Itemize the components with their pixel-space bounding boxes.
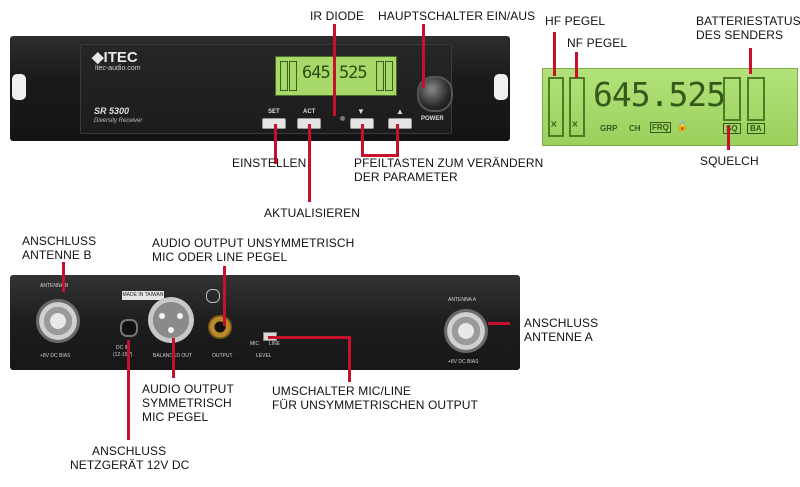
antenna-b-bias: +8V DC BIAS	[40, 353, 71, 359]
down-arrow-icon: ▼	[357, 107, 365, 116]
label-netz-2: NETZGERÄT 12V DC	[70, 458, 190, 472]
leader-umsch-h	[268, 336, 350, 339]
lcd-ch: CH	[629, 124, 641, 133]
dc-in-jack[interactable]	[120, 319, 138, 337]
lcd-rf-antenna-icon: ⩙	[551, 119, 557, 130]
rear-panel: ANTENNA B +8V DC BIAS MADE IN TAIWAN DC …	[10, 275, 520, 370]
rack-ear-left	[12, 74, 26, 100]
antenna-a-label: ANTENNA A	[448, 297, 477, 303]
ir-diode	[340, 116, 345, 121]
level-label: LEVEL	[256, 353, 272, 359]
label-nf-pegel: NF PEGEL	[567, 36, 628, 50]
label-hf-pegel: HF PEGEL	[545, 14, 606, 28]
leader-pfeil-join	[361, 154, 399, 157]
leader-antenne-a	[488, 322, 510, 325]
switch-line-label: LINE	[269, 341, 281, 347]
lcd-ba: BA	[747, 123, 765, 134]
label-unsym-2: MIC ODER LINE PEGEL	[152, 250, 288, 264]
label-batt-1: BATTERIESTATUS	[696, 14, 800, 28]
label-ir-diode: IR DIODE	[310, 9, 365, 23]
xlr-connector[interactable]	[148, 297, 194, 343]
leader-pfeil-left	[361, 124, 364, 156]
leader-pfeil-right	[396, 124, 399, 156]
leader-hauptschalter	[422, 24, 425, 88]
lcd-frequency: 645.525	[593, 75, 726, 114]
label-netz-1: ANSCHLUSS	[92, 444, 167, 458]
leader-nf-pegel	[575, 52, 578, 78]
dc-in-label: DC IN	[116, 345, 130, 351]
leader-batterie	[749, 48, 752, 74]
leader-netz	[127, 340, 130, 440]
label-pfeil-1: PFEILTASTEN ZUM VERÄNDERN	[354, 156, 544, 170]
label-umsch-1: UMSCHALTER MIC/LINE	[272, 384, 412, 398]
model-name: SR 5300	[94, 106, 130, 116]
label-sym-3: MIC PEGEL	[142, 410, 209, 424]
label-ant-b-1: ANSCHLUSS	[22, 234, 97, 248]
arrow-up-button[interactable]	[388, 118, 412, 129]
leader-sym	[172, 338, 175, 378]
front-lcd: 645.525	[275, 56, 397, 96]
label-squelch: SQUELCH	[700, 154, 759, 168]
leader-antenne-b	[62, 262, 65, 292]
lcd-squelch-bar	[723, 77, 741, 121]
leader-squelch	[727, 126, 730, 150]
leader-ir-diode	[333, 24, 336, 116]
leader-einstellen	[274, 124, 277, 164]
front-lcd-af-bar	[289, 61, 297, 91]
front-lcd-battery-bar	[376, 61, 384, 91]
lock-icon: 🔒	[676, 121, 689, 132]
label-batt-2: DES SENDERS	[696, 28, 784, 42]
lcd-frq: FRQ	[650, 122, 671, 133]
label-aktualisieren: AKTUALISIEREN	[264, 206, 360, 220]
label-pfeil-2: DER PARAMETER	[354, 170, 458, 184]
leader-hf-pegel	[553, 32, 556, 76]
model-subtitle: Diversity Receiver	[94, 118, 143, 124]
front-lcd-battery-bar-2	[385, 61, 393, 91]
made-in-label: MADE IN TAIWAN	[122, 291, 164, 300]
up-arrow-icon: ▲	[396, 107, 404, 116]
label-umsch-2: FÜR UNSYMMETRISCHEN OUTPUT	[272, 398, 478, 412]
act-label: ACT	[303, 109, 316, 115]
leader-umsch-v	[348, 336, 351, 382]
leader-unsym	[223, 266, 226, 326]
lcd-af-level-bar	[569, 77, 585, 137]
label-ant-a-2: ANTENNE A	[524, 330, 593, 344]
set-label: SET	[268, 109, 280, 115]
power-label: POWER	[421, 116, 444, 122]
front-lcd-rf-bar	[280, 61, 288, 91]
unbalanced-output-jack[interactable]	[208, 315, 232, 339]
dc-in-rating: (12-15V)	[113, 352, 133, 358]
lcd-af-antenna-icon: ⩙	[572, 119, 578, 130]
label-sym-2: SYMMETRISCH	[142, 396, 232, 410]
rack-ear-right	[494, 74, 508, 100]
leader-aktualisieren	[308, 124, 311, 202]
ground-screw-icon	[206, 289, 220, 303]
label-einstellen: EINSTELLEN	[232, 156, 307, 170]
switch-mic-label: MIC	[250, 341, 260, 347]
label-ant-a-1: ANSCHLUSS	[524, 316, 599, 330]
label-hauptschalter: HAUPTSCHALTER EIN/AUS	[378, 9, 536, 23]
brand-website: itec-audio.com	[95, 65, 141, 72]
brand-logo: ◆ITEC	[92, 49, 138, 66]
label-ant-b-2: ANTENNE B	[22, 248, 92, 262]
lcd-detail: ⩙ ⩙ 645.525 GRP CH FRQ 🔒 SQ BA	[542, 68, 798, 146]
lcd-battery-bar	[747, 77, 765, 121]
antenna-b-label: ANTENNA B	[40, 283, 69, 289]
antenna-a-connector[interactable]	[444, 309, 488, 353]
lcd-grp: GRP	[600, 124, 618, 133]
front-panel: ◆ITEC itec-audio.com SR 5300 Diversity R…	[10, 36, 510, 141]
lcd-rf-level-bar	[548, 77, 564, 137]
label-sym-1: AUDIO OUTPUT	[142, 382, 234, 396]
output-label: OUTPUT	[212, 353, 233, 359]
antenna-a-bias: +8V DC BIAS	[448, 359, 479, 365]
lcd-sq: SQ	[723, 123, 741, 134]
antenna-b-connector[interactable]	[36, 299, 80, 343]
label-unsym-1: AUDIO OUTPUT UNSYMMETRISCH	[152, 236, 355, 250]
